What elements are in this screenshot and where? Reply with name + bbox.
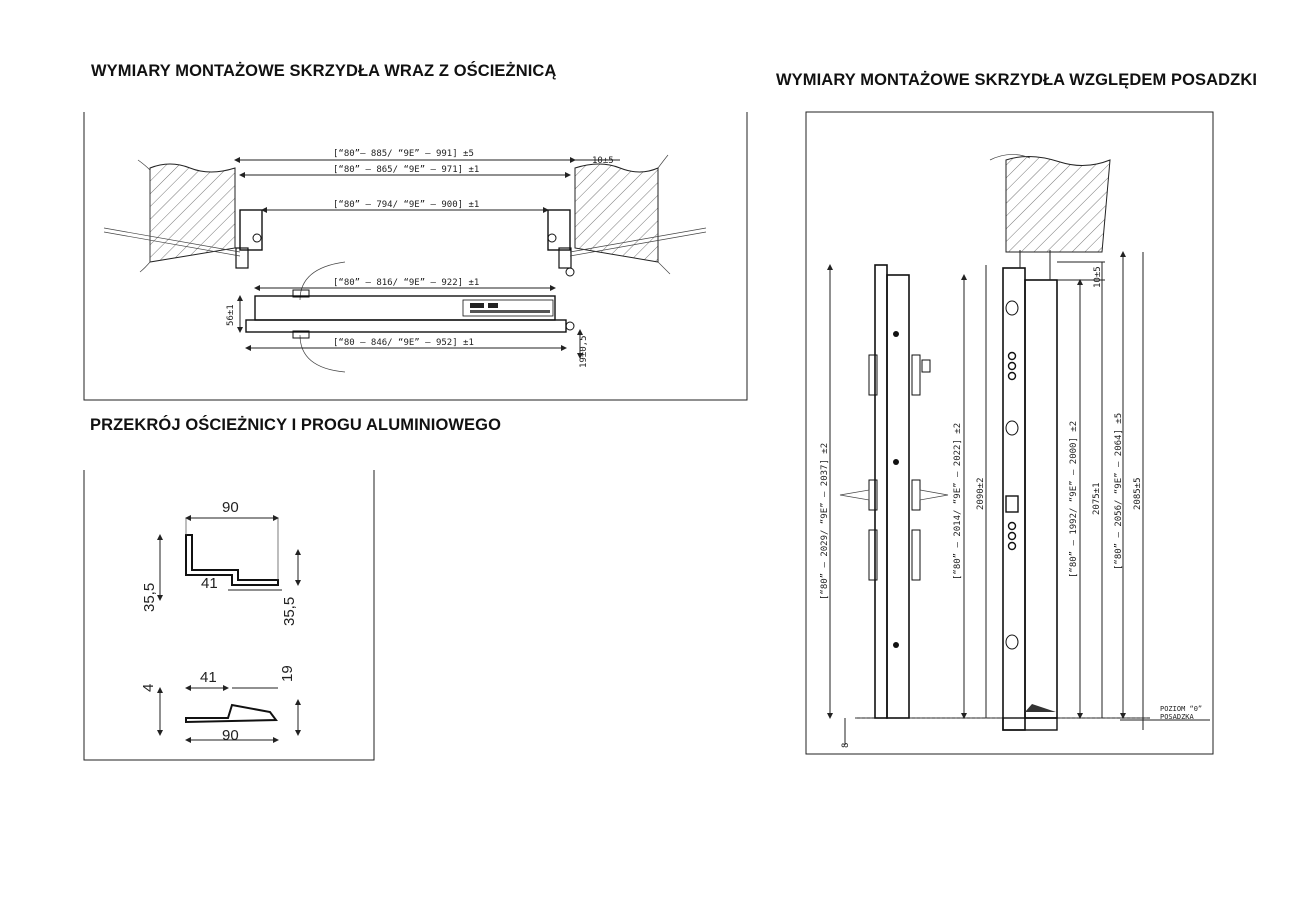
dim-outer: [“80”– 885/ “9E” – 991] ±5: [333, 149, 474, 159]
dim-top-gap: 10±5: [1093, 266, 1103, 288]
dim-total: 2090±2: [976, 477, 986, 510]
section-frame-inner: 41: [201, 575, 218, 592]
heading-relative-to-floor: WYMIARY MONTAŻOWE SKRZYDŁA WZGLĘDEM POSA…: [776, 71, 1258, 89]
dim-frame: [“80” – 865/ “9E” – 971] ±1: [333, 165, 479, 175]
dim-clear-height: [“80” – 1992/ “9E” – 2000] ±2: [1069, 421, 1079, 578]
dim-threshold: 19±0,5: [579, 335, 589, 368]
section-sill-left: 4: [140, 684, 157, 692]
floor-label-2: POSADZKA: [1160, 713, 1195, 721]
dim-opening: 2085±5: [1133, 477, 1143, 510]
dim-frame-height: 2075±1: [1092, 482, 1102, 515]
dim-outer-height: [“80” – 2056/ “9E” – 2064] ±5: [1114, 413, 1124, 570]
dim-gap: 10±5: [592, 156, 614, 166]
section-frame-depth-right: 35,5: [281, 597, 298, 626]
section-sill-right: 19: [279, 665, 296, 682]
elevation-panel: [“80” – 2029/ “9E” – 2037] ±2 [“80” – 20…: [805, 111, 1214, 755]
floor-label-1: POZIOM “0”: [1160, 705, 1202, 713]
section-panel: 90 35,5 41 35,5 90 4 41 19: [83, 470, 375, 761]
heading-section: PRZEKRÓJ OŚCIEŻNICY I PROGU ALUMINIOWEGO: [90, 416, 502, 434]
section-sill-width: 90: [222, 727, 239, 744]
dim-leaf-outer: [“80 – 846/ “9E” – 952] ±1: [333, 338, 474, 348]
dim-leaf-inner: [“80” – 2014/ “9E” – 2022] ±2: [953, 423, 963, 580]
heading-frame-with-leaf: WYMIARY MONTAŻOWE SKRZYDŁA WRAZ Z OŚCIEŻ…: [91, 62, 557, 80]
dim-leaf-height: [“80” – 2029/ “9E” – 2037] ±2: [820, 443, 830, 600]
section-sill-inner: 41: [200, 669, 217, 686]
section-frame-width: 90: [222, 499, 239, 516]
section-frame-depth-left: 35,5: [141, 583, 158, 612]
dim-thickness: 56±1: [226, 304, 236, 326]
plan-view-panel: [“80”– 885/ “9E” – 991] ±5 10±5 [“80” – …: [83, 112, 748, 401]
dim-clear: [“80” – 794/ “9E” – 900] ±1: [333, 200, 479, 210]
dim-leaf: [“80” – 816/ “9E” – 922] ±1: [333, 278, 479, 288]
dim-floor: 8: [841, 743, 851, 748]
